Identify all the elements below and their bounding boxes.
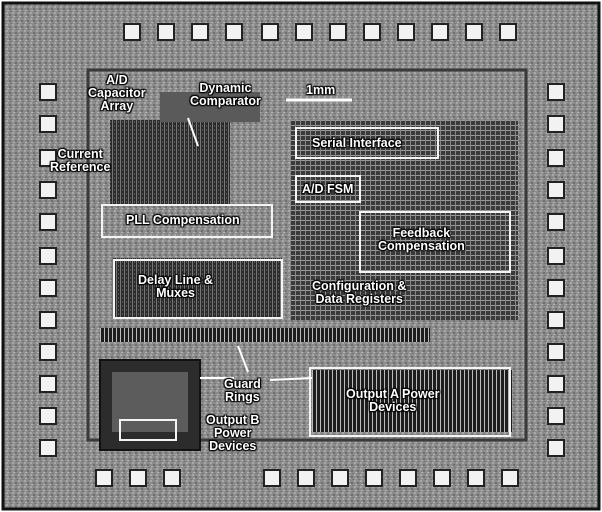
bond-pad-top-0 — [123, 23, 141, 41]
bond-pad-top-4 — [261, 23, 279, 41]
bond-pad-left-6 — [39, 279, 57, 297]
bond-pad-right-8 — [547, 343, 565, 361]
bond-pad-bottom-5 — [331, 469, 349, 487]
output-b-box — [119, 419, 177, 441]
guard-ring-band — [100, 328, 430, 342]
bond-pad-top-8 — [397, 23, 415, 41]
bond-pad-left-4 — [39, 213, 57, 231]
bond-pad-left-7 — [39, 311, 57, 329]
output-a-power-devices-label: Output A Power Devices — [346, 387, 440, 414]
bond-pad-left-5 — [39, 247, 57, 265]
serial-interface-label: Serial Interface — [312, 136, 402, 150]
guard-rings-label: Guard Rings — [224, 377, 261, 404]
bond-pad-left-9 — [39, 375, 57, 393]
guard-rings-pointer-up — [237, 345, 249, 373]
bond-pad-top-6 — [329, 23, 347, 41]
digital-logic-block — [290, 120, 518, 320]
bond-pad-top-3 — [225, 23, 243, 41]
bond-pad-right-11 — [547, 439, 565, 457]
capacitor-array-label: A/D Capacitor Array — [88, 73, 146, 113]
bond-pad-bottom-7 — [399, 469, 417, 487]
core-outline — [86, 68, 528, 442]
bond-pads-left — [39, 83, 57, 457]
current-reference-label: Current Reference — [50, 147, 111, 174]
bond-pad-left-0 — [39, 83, 57, 101]
output-a-block — [312, 370, 512, 432]
bond-pad-left-3 — [39, 181, 57, 199]
bond-pad-right-0 — [547, 83, 565, 101]
feedback-compensation-label: Feedback Compensation — [378, 226, 465, 253]
bond-pad-right-6 — [547, 279, 565, 297]
bond-pad-left-10 — [39, 407, 57, 425]
scale-bar-label: 1mm — [306, 83, 336, 97]
bond-pad-left-2 — [39, 149, 57, 167]
bond-pad-right-3 — [547, 181, 565, 199]
bond-pad-top-5 — [295, 23, 313, 41]
guard-rings-pointer-right — [269, 377, 313, 381]
output-a-box — [309, 367, 511, 437]
bond-pad-bottom-2 — [163, 469, 181, 487]
pll-compensation-box — [101, 204, 273, 238]
output-b-power-devices-label: Output B Power Devices — [206, 413, 260, 453]
bond-pad-bottom-0 — [95, 469, 113, 487]
bond-pad-top-7 — [363, 23, 381, 41]
bond-pad-left-1 — [39, 115, 57, 133]
bond-pad-bottom-1 — [129, 469, 147, 487]
delay-line-box — [113, 259, 283, 319]
bond-pad-bottom-9 — [467, 469, 485, 487]
bond-pad-right-4 — [547, 213, 565, 231]
ad-fsm-label: A/D FSM — [302, 182, 354, 196]
bond-pad-top-2 — [191, 23, 209, 41]
bond-pad-left-8 — [39, 343, 57, 361]
serial-interface-box — [295, 127, 439, 159]
bond-pad-bottom-10 — [501, 469, 519, 487]
bond-pad-bottom-6 — [365, 469, 383, 487]
bond-pad-bottom-8 — [433, 469, 451, 487]
bond-pads-top — [123, 23, 517, 41]
bond-pad-right-2 — [547, 149, 565, 167]
bond-pad-top-9 — [431, 23, 449, 41]
bond-pad-right-7 — [547, 311, 565, 329]
bond-pads-right — [547, 83, 565, 457]
bond-pad-right-10 — [547, 407, 565, 425]
configuration-registers-label: Configuration & Data Registers — [312, 279, 407, 306]
ad-fsm-box — [295, 175, 361, 203]
bond-pad-right-9 — [547, 375, 565, 393]
bond-pad-right-1 — [547, 115, 565, 133]
bond-pad-top-10 — [465, 23, 483, 41]
pll-compensation-label: PLL Compensation — [126, 213, 240, 227]
bond-pad-bottom-3 — [263, 469, 281, 487]
comparator-pointer — [187, 117, 199, 147]
bond-pad-top-11 — [499, 23, 517, 41]
bond-pads-bottom — [95, 469, 519, 487]
delay-line-label: Delay Line & Muxes — [138, 273, 214, 300]
bond-pad-bottom-4 — [297, 469, 315, 487]
bond-pad-left-11 — [39, 439, 57, 457]
comparator-block — [160, 92, 260, 122]
dynamic-comparator-label: Dynamic Comparator — [190, 81, 261, 108]
delay-line-block — [112, 258, 282, 318]
capacitor-array-block — [110, 120, 230, 205]
bond-pad-right-5 — [547, 247, 565, 265]
bond-pad-top-1 — [157, 23, 175, 41]
feedback-compensation-box — [359, 211, 511, 273]
